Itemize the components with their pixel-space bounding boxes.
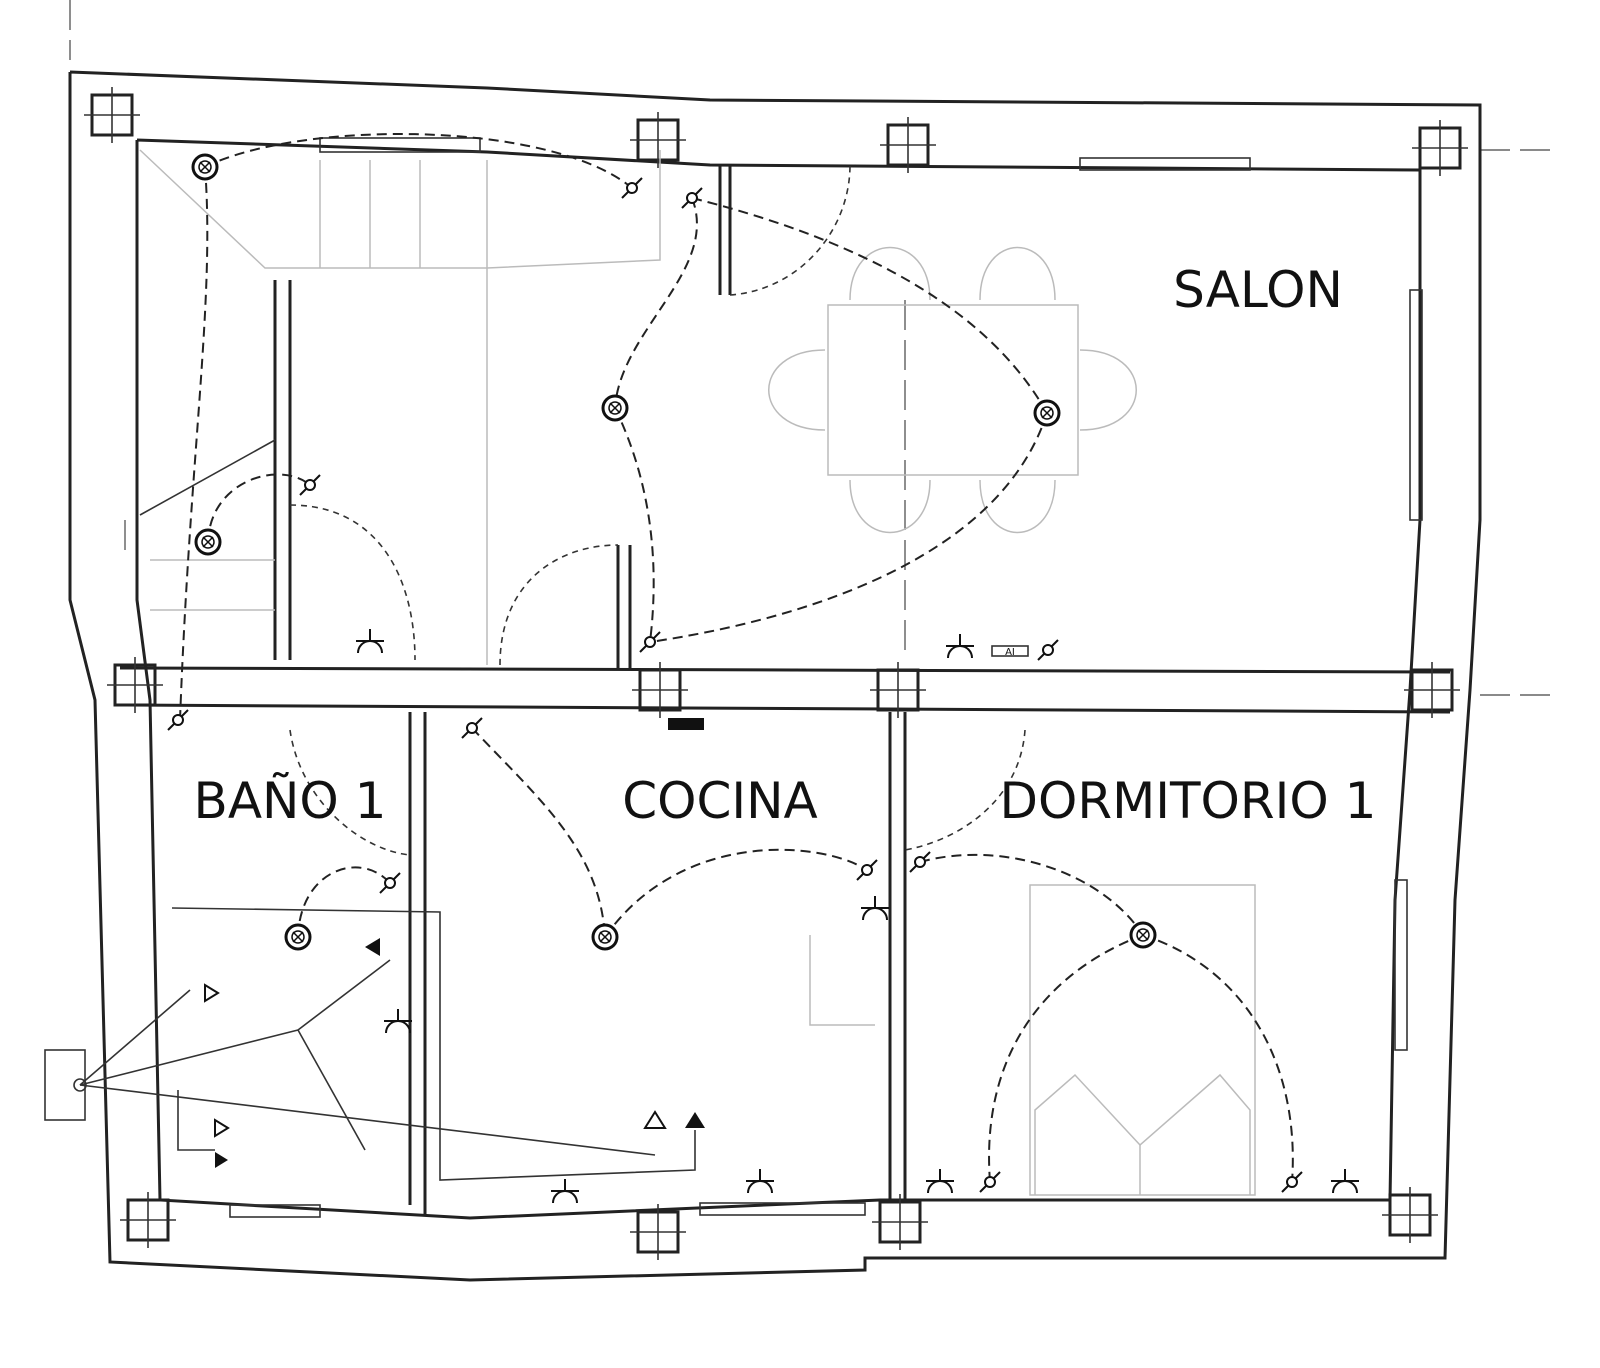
column-icon	[1382, 1187, 1438, 1243]
room-label-bano: BAÑO 1	[194, 772, 387, 830]
interior-walls	[119, 165, 1451, 1215]
switch-icon	[1037, 639, 1059, 661]
column-icon	[107, 657, 163, 713]
outer-walls	[44, 70, 1482, 1282]
switch-icon	[461, 717, 483, 739]
windows	[229, 137, 1423, 1218]
doors	[289, 164, 1026, 856]
socket-icon	[384, 1009, 412, 1034]
ceiling-light-icon	[1129, 921, 1157, 949]
socket-icon	[926, 1169, 954, 1194]
drainage-lines	[73, 718, 705, 1181]
room-label-salon: SALON	[1173, 261, 1343, 319]
switch-icon	[979, 1171, 1001, 1193]
chimney	[44, 1049, 86, 1121]
bed	[1029, 884, 1256, 1196]
ceiling-lights	[191, 153, 1157, 951]
electrical-panel-icon	[668, 718, 704, 730]
dining-table	[768, 246, 1137, 534]
column-icon	[880, 117, 936, 173]
room-label-dormitorio: DORMITORIO 1	[1000, 772, 1377, 830]
switch-icon	[681, 187, 703, 209]
socket-icon	[1331, 1169, 1359, 1194]
ceiling-light-icon	[601, 394, 629, 422]
column-icon	[630, 1204, 686, 1260]
switch-icon	[909, 851, 931, 873]
switch-icon	[1281, 1171, 1303, 1193]
switch-icon	[299, 474, 321, 496]
switch-icon	[379, 872, 401, 894]
room-label-cocina: COCINA	[622, 772, 818, 830]
socket-icon	[746, 1169, 774, 1194]
switches-and-sockets	[167, 177, 1359, 1204]
kitchen-counter	[809, 935, 875, 1026]
switch-icon	[167, 709, 189, 731]
column-icon	[84, 87, 140, 143]
panel-symbol: AI	[991, 645, 1029, 658]
ceiling-light-icon	[591, 923, 619, 951]
staircase	[139, 149, 661, 665]
switch-icon	[621, 177, 643, 199]
socket-icon	[861, 896, 889, 921]
column-icon	[1412, 120, 1468, 176]
switch-icon	[639, 631, 661, 653]
ceiling-light-icon	[191, 153, 219, 181]
column-icon	[632, 662, 688, 718]
wiring	[179, 133, 1294, 1183]
columns	[84, 87, 1468, 1260]
ceiling-light-icon	[284, 923, 312, 951]
ceiling-light-icon	[1033, 399, 1061, 427]
grid-axes	[69, 0, 1560, 696]
column-icon	[872, 1194, 928, 1250]
socket-icon	[551, 1179, 579, 1204]
column-icon	[870, 662, 926, 718]
switch-icon	[856, 859, 878, 881]
socket-icon	[946, 634, 974, 659]
column-icon	[630, 112, 686, 168]
column-icon	[1404, 662, 1460, 718]
socket-icon	[356, 629, 384, 654]
ceiling-light-icon	[194, 528, 222, 556]
column-icon	[120, 1192, 176, 1248]
panel-label: AI	[1005, 647, 1015, 658]
